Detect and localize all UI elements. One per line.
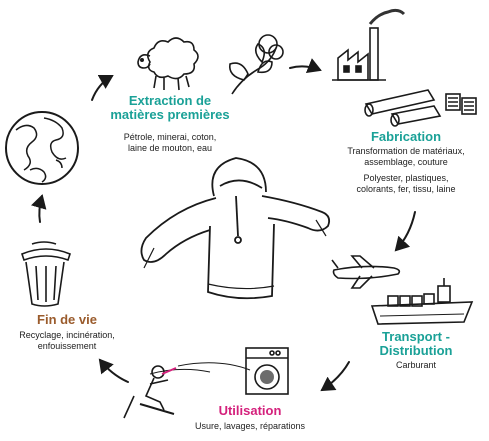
fabrication-desc-line4: colorants, fer, tissu, laine: [356, 184, 456, 194]
cargo-ship-icon: [370, 278, 474, 325]
arrow-cotton-to-factory: [289, 58, 322, 73]
fabrication-desc-line1: Transformation de matériaux,: [347, 146, 465, 156]
fabrication-label: Fabrication Transformation de matériaux,…: [336, 130, 476, 195]
extraction-desc-line1: Pétrole, minerai, coton,: [123, 132, 217, 142]
transport-title: Transport - Distribution: [379, 329, 453, 358]
cycle-arrows: [31, 58, 416, 392]
arrow-transport-to-utilisation: [320, 361, 350, 392]
fin-de-vie-desc-line1: Recyclage, incinération,: [19, 330, 115, 340]
extraction-label: Extraction de matières premières: [108, 94, 232, 122]
cotton-plant-icon: [228, 34, 284, 95]
fabric-rolls-icon: [364, 89, 442, 127]
extraction-title-line1: Extraction de: [128, 93, 212, 108]
fin-de-vie-title: Fin de vie: [37, 312, 97, 327]
fabrication-title: Fabrication: [370, 129, 442, 144]
arrow-utilisation-to-fin-de-vie: [98, 358, 129, 383]
trash-can-icon: [21, 241, 71, 307]
extraction-description: Pétrole, minerai, coton, laine de mouton…: [110, 132, 230, 154]
extraction-title-line2: matières premières: [110, 107, 230, 122]
washing-machine-icon: [245, 347, 289, 395]
arrow-fin-de-vie-to-globe: [31, 194, 47, 223]
utilisation-title: Utilisation: [218, 403, 282, 418]
sheep-icon: [137, 37, 199, 91]
fin-de-vie-desc-line2: enfouissement: [37, 341, 97, 351]
extraction-desc-line2: laine de mouton, eau: [127, 143, 213, 153]
fabrication-desc-line2: assemblage, couture: [364, 157, 448, 167]
arrow-globe-to-extraction: [91, 75, 114, 101]
utilisation-desc: Usure, lavages, réparations: [194, 421, 306, 431]
utilisation-label: Utilisation Usure, lavages, réparations: [180, 404, 320, 432]
thread-spools-icon: [445, 93, 477, 115]
airplane-icon: [331, 255, 401, 289]
transport-label: Transport - Distribution Carburant: [346, 330, 486, 371]
skier-icon: [123, 362, 251, 419]
arrow-fabrication-to-transport: [394, 211, 416, 252]
globe-icon: [5, 111, 79, 185]
fin-de-vie-label: Fin de vie Recyclage, incinération, enfo…: [2, 313, 132, 352]
factory-icon: [332, 8, 406, 81]
transport-desc: Carburant: [395, 360, 437, 370]
fabrication-desc-line3: Polyester, plastiques,: [363, 173, 449, 183]
sweater-icon: [140, 157, 331, 300]
